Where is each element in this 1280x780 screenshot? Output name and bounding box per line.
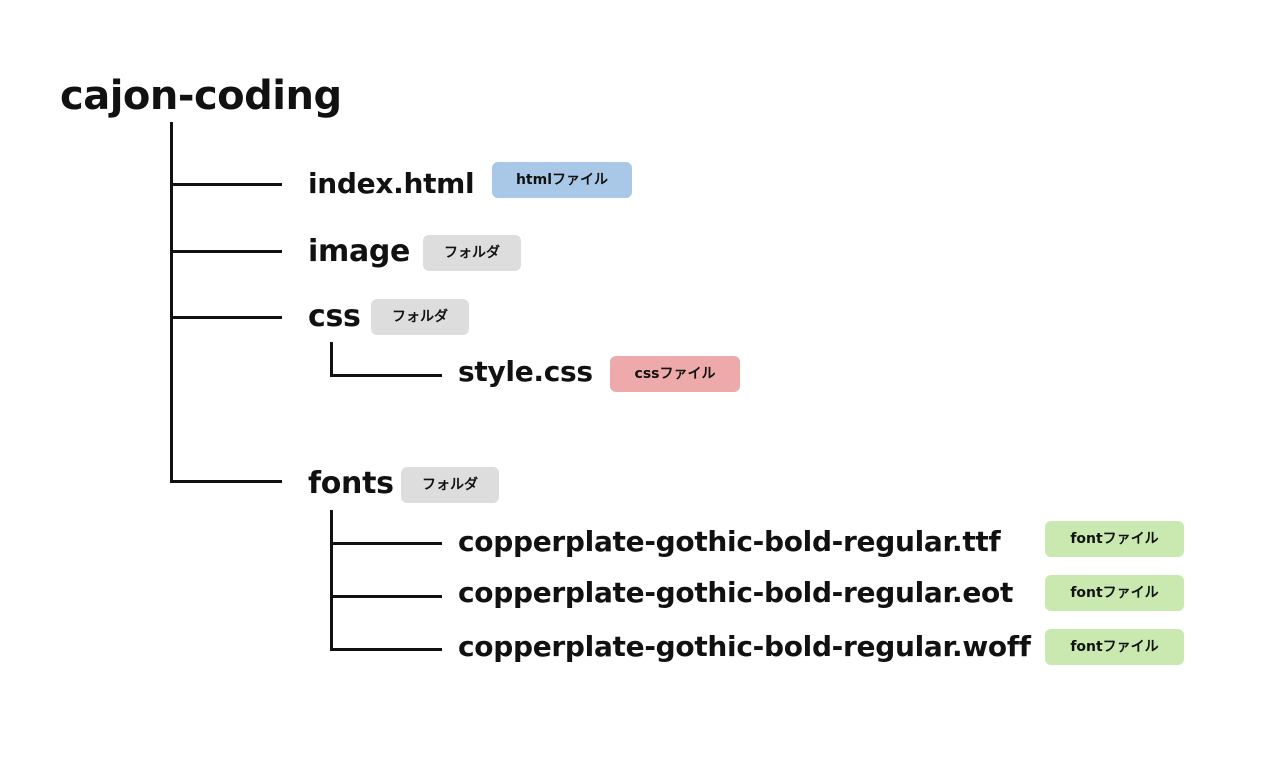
file-label-font-eot: copperplate-gothic-bold-regular.eot bbox=[458, 576, 1014, 609]
file-label-font-woff: copperplate-gothic-bold-regular.woff bbox=[458, 630, 1031, 663]
tree-item-style-css[interactable]: style.css bbox=[458, 352, 593, 392]
branch-line-style-css bbox=[330, 374, 442, 377]
branch-line-image bbox=[170, 250, 282, 253]
file-label-font-ttf: copperplate-gothic-bold-regular.ttf bbox=[458, 525, 1001, 558]
type-badge-css-folder: フォルダ bbox=[371, 299, 469, 335]
branch-line-eot bbox=[330, 595, 442, 598]
tree-item-font-ttf[interactable]: copperplate-gothic-bold-regular.ttf bbox=[458, 522, 1001, 562]
tree-item-font-eot[interactable]: copperplate-gothic-bold-regular.eot bbox=[458, 573, 1013, 613]
folder-label-css: css bbox=[308, 299, 361, 334]
tree-item-fonts-folder[interactable]: fonts bbox=[308, 464, 394, 504]
tree-item-font-woff[interactable]: copperplate-gothic-bold-regular.woff bbox=[458, 627, 1031, 667]
type-badge-index-html: htmlファイル bbox=[492, 162, 632, 198]
branch-line-index bbox=[170, 183, 282, 186]
type-badge-image-folder: フォルダ bbox=[423, 235, 521, 271]
file-label-style-css: style.css bbox=[458, 355, 593, 388]
type-badge-font-woff: fontファイル bbox=[1045, 629, 1184, 665]
root-folder-label: cajon-coding bbox=[60, 73, 342, 119]
branch-line-css bbox=[170, 316, 282, 319]
folder-label-fonts: fonts bbox=[308, 466, 394, 501]
branch-line-fonts bbox=[170, 480, 282, 483]
file-label-index-html: index.html bbox=[308, 167, 475, 200]
branch-line-ttf bbox=[330, 542, 442, 545]
type-badge-fonts-folder: フォルダ bbox=[401, 467, 499, 503]
css-subtree-line bbox=[330, 342, 333, 377]
folder-label-image: image bbox=[308, 234, 411, 269]
branch-line-woff bbox=[330, 648, 442, 651]
tree-item-css-folder[interactable]: css bbox=[308, 297, 361, 337]
fonts-subtree-line bbox=[330, 510, 333, 651]
tree-item-image-folder[interactable]: image bbox=[308, 232, 410, 272]
type-badge-font-eot: fontファイル bbox=[1045, 575, 1184, 611]
type-badge-style-css: cssファイル bbox=[610, 356, 740, 392]
type-badge-font-ttf: fontファイル bbox=[1045, 521, 1184, 557]
tree-trunk-line bbox=[170, 122, 173, 483]
tree-item-index-html[interactable]: index.html bbox=[308, 164, 475, 204]
